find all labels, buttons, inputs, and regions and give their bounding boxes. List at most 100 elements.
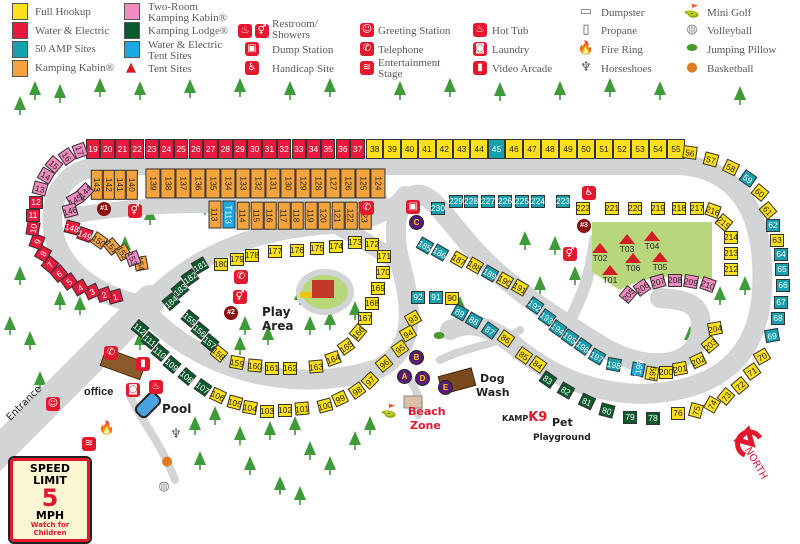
campsite-222[interactable]: 222 <box>575 201 591 215</box>
campsite-179[interactable]: 179 <box>229 252 245 266</box>
campsite-198[interactable]: 198 <box>605 356 623 372</box>
marker-e[interactable]: E <box>438 380 453 395</box>
restroom-marker-1[interactable]: #1 <box>97 202 111 216</box>
campsite-68[interactable]: 68 <box>771 311 785 325</box>
campsite-129[interactable]: 129 <box>295 167 311 198</box>
campsite-117[interactable]: 117 <box>276 201 291 230</box>
campsite-67[interactable]: 67 <box>774 295 788 309</box>
campsite-27[interactable]: 27 <box>203 139 218 159</box>
campsite-163[interactable]: 163 <box>308 358 324 374</box>
campsite-174[interactable]: 174 <box>328 239 344 253</box>
campsite-54[interactable]: 54 <box>649 139 667 159</box>
campsite-50[interactable]: 50 <box>577 139 595 159</box>
campsite-30[interactable]: 30 <box>247 139 262 159</box>
campsite-44[interactable]: 44 <box>470 139 488 159</box>
campsite-169[interactable]: 169 <box>370 281 386 295</box>
campsite-11[interactable]: 11 <box>26 208 40 222</box>
campsite-35[interactable]: 35 <box>320 139 336 159</box>
tent-site[interactable]: T02 <box>588 243 612 267</box>
campsite-20[interactable]: 20 <box>100 139 115 159</box>
campsite-T113[interactable]: T113 <box>222 200 236 228</box>
campsite-40[interactable]: 40 <box>400 139 419 159</box>
marker-b[interactable]: B <box>409 350 424 365</box>
campsite-26[interactable]: 26 <box>188 139 204 159</box>
campsite-217[interactable]: 217 <box>689 201 705 215</box>
campsite-19[interactable]: 19 <box>85 139 101 159</box>
campsite-76[interactable]: 76 <box>671 406 685 420</box>
campsite-130[interactable]: 130 <box>280 167 296 198</box>
marker-a[interactable]: A <box>397 369 412 384</box>
campsite-T199[interactable]: T199 <box>630 358 646 380</box>
campsite-208[interactable]: 208 <box>667 273 683 287</box>
campsite-104[interactable]: 104 <box>241 399 259 415</box>
campsite-178[interactable]: 178 <box>244 248 260 262</box>
campsite-141[interactable]: 141 <box>114 169 127 200</box>
campsite-121[interactable]: 121 <box>330 201 345 230</box>
campsite-63[interactable]: 63 <box>770 233 784 247</box>
campsite-39[interactable]: 39 <box>383 139 401 159</box>
campsite-92[interactable]: 92 <box>411 290 425 304</box>
campsite-102[interactable]: 102 <box>277 403 293 417</box>
campsite-62[interactable]: 62 <box>766 218 780 232</box>
campsite-204[interactable]: 204 <box>706 320 724 336</box>
campsite-22[interactable]: 22 <box>129 139 145 159</box>
campsite-53[interactable]: 53 <box>631 139 649 159</box>
campsite-142[interactable]: 142 <box>102 169 115 200</box>
campsite-223[interactable]: 223 <box>555 194 571 208</box>
campsite-43[interactable]: 43 <box>453 139 471 159</box>
campsite-133[interactable]: 133 <box>235 167 251 198</box>
campsite-137[interactable]: 137 <box>175 167 191 198</box>
campsite-91[interactable]: 91 <box>429 290 443 304</box>
campsite-125[interactable]: 125 <box>355 167 371 198</box>
marker-d[interactable]: D <box>415 371 430 386</box>
campsite-79[interactable]: 79 <box>623 410 637 424</box>
tent-site[interactable]: T05 <box>648 252 672 276</box>
campsite-29[interactable]: 29 <box>232 139 248 159</box>
campsite-119[interactable]: 119 <box>303 201 318 230</box>
campsite-51[interactable]: 51 <box>595 139 613 159</box>
campsite-103[interactable]: 103 <box>259 404 275 418</box>
campsite-171[interactable]: 171 <box>376 249 392 263</box>
campsite-228[interactable]: 228 <box>463 194 479 208</box>
campsite-212[interactable]: 212 <box>723 262 739 276</box>
campsite-218[interactable]: 218 <box>671 201 687 215</box>
campsite-114[interactable]: 114 <box>236 201 250 230</box>
campsite-69[interactable]: 69 <box>763 327 781 343</box>
campsite-175[interactable]: 175 <box>309 241 325 255</box>
tent-site[interactable]: T01 <box>598 265 622 289</box>
campsite-221[interactable]: 221 <box>604 201 620 215</box>
campsite-124[interactable]: 124 <box>370 167 386 198</box>
campsite-209[interactable]: 209 <box>682 273 700 289</box>
campsite-120[interactable]: 120 <box>317 201 331 230</box>
campsite-90[interactable]: 90 <box>445 291 459 305</box>
campsite-227[interactable]: 227 <box>480 194 496 208</box>
campsite-200[interactable]: 200 <box>658 365 674 379</box>
campsite-226[interactable]: 226 <box>497 194 513 208</box>
campsite-48[interactable]: 48 <box>541 139 559 159</box>
campsite-138[interactable]: 138 <box>160 167 176 198</box>
campsite-118[interactable]: 118 <box>290 201 304 230</box>
campsite-101[interactable]: 101 <box>294 400 310 416</box>
campsite-162[interactable]: 162 <box>282 361 298 375</box>
campsite-128[interactable]: 128 <box>310 167 326 198</box>
campsite-64[interactable]: 64 <box>774 247 788 261</box>
campsite-159[interactable]: 159 <box>228 354 246 370</box>
campsite-219[interactable]: 219 <box>650 201 666 215</box>
campsite-160[interactable]: 160 <box>247 357 263 373</box>
campsite-180[interactable]: 180 <box>213 257 229 271</box>
campsite-34[interactable]: 34 <box>306 139 321 159</box>
campsite-12[interactable]: 12 <box>29 195 43 209</box>
campsite-52[interactable]: 52 <box>613 139 631 159</box>
campsite-230[interactable]: 230 <box>430 201 446 215</box>
campsite-139[interactable]: 139 <box>145 167 161 198</box>
campsite-172[interactable]: 172 <box>364 237 380 251</box>
campsite-25[interactable]: 25 <box>173 139 189 159</box>
campsite-225[interactable]: 225 <box>514 194 530 208</box>
marker-c[interactable]: C <box>409 215 424 230</box>
campsite-199[interactable]: 199 <box>644 364 660 382</box>
restroom-marker-3[interactable]: #3 <box>577 219 591 233</box>
restroom-marker-2[interactable]: #2 <box>224 306 238 320</box>
campsite-214[interactable]: 214 <box>723 230 739 244</box>
tent-site[interactable]: T06 <box>621 253 645 277</box>
campsite-65[interactable]: 65 <box>775 262 789 276</box>
